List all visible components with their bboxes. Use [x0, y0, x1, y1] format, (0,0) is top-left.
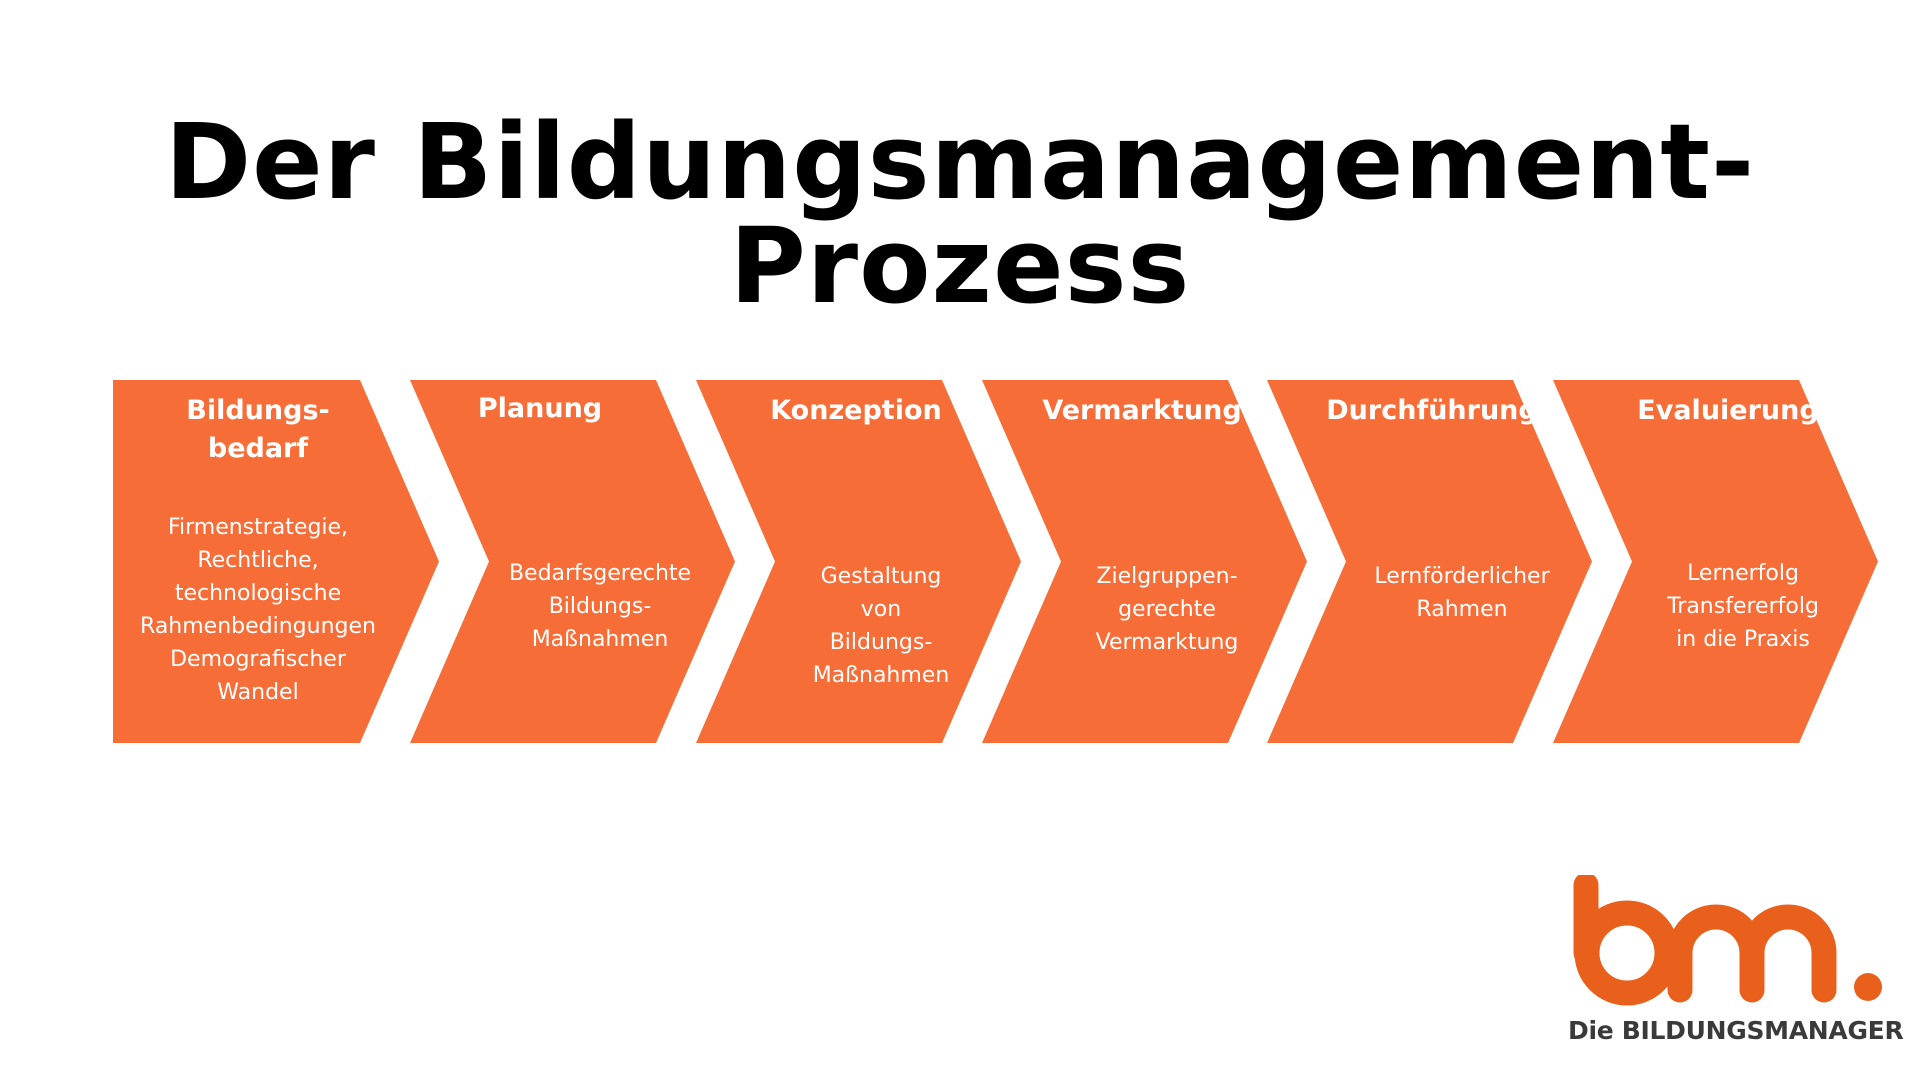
chevron-shape [696, 380, 1021, 743]
chevron-shape [1267, 380, 1592, 743]
chevron-shape [113, 380, 439, 743]
page-title: Der Bildungsmanagement-Prozess [164, 101, 1756, 327]
step-title: Konzeption [770, 395, 942, 426]
logo-caption: Die BILDUNGSMANAGER [1568, 1016, 1904, 1045]
step-evaluierung: Evaluierung Lernerfolg Transfererfolg in… [1553, 380, 1878, 743]
step-planung: Planung Bedarfsgerechte Bildungs- Maßnah… [410, 380, 735, 743]
step-description: Firmenstrategie, Rechtliche, technologis… [140, 515, 376, 705]
step-description: Zielgruppen- gerechte Vermarktung [1095, 564, 1239, 655]
step-title: Bildungs- bedarf [186, 395, 330, 464]
step-title: Evaluierung [1637, 395, 1819, 426]
step-bildungsbedarf: Bildungs- bedarf Firmenstrategie, Rechtl… [113, 380, 439, 743]
step-title: Planung [477, 393, 603, 424]
step-description: Lernerfolg Transfererfolg in die Praxis [1667, 561, 1819, 652]
chevron-shape [410, 380, 735, 743]
step-description: Bedarfsgerechte Bildungs- Maßnahmen [508, 561, 692, 652]
process-flow: Bildungs- bedarf Firmenstrategie, Rechtl… [0, 380, 1920, 743]
step-vermarktung: Vermarktung Zielgruppen- gerechte Vermar… [982, 380, 1307, 743]
step-title: Vermarktung [1042, 395, 1242, 426]
step-description: Lernförderlicher Rahmen [1374, 564, 1550, 622]
step-durchfuehrung: Durchführung Lernförderlicher Rahmen [1267, 380, 1592, 743]
step-title: Durchführung [1326, 395, 1538, 426]
bm-logo-icon [1573, 875, 1882, 1006]
chevron-shape [1553, 380, 1878, 743]
brand-logo: Die BILDUNGSMANAGER [1568, 875, 1904, 1050]
chevron-shape [982, 380, 1307, 743]
step-konzeption: Konzeption Gestaltung von Bildungs- Maßn… [696, 380, 1021, 743]
step-description: Gestaltung von Bildungs- Maßnahmen [812, 564, 950, 688]
